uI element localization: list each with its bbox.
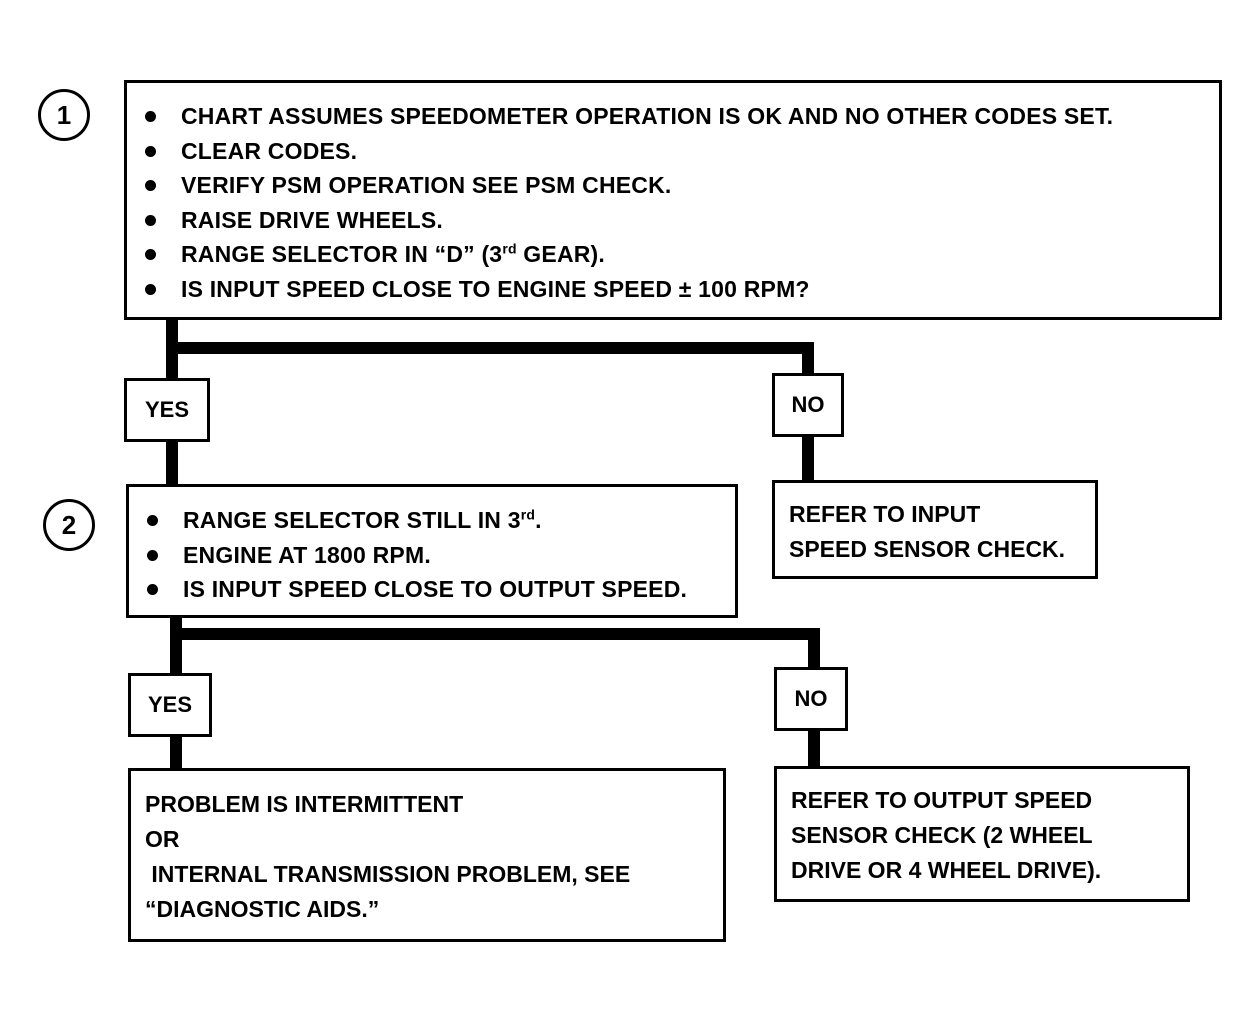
ordinal-suffix: rd (502, 240, 517, 257)
result-line: DRIVE OR 4 WHEEL DRIVE). (791, 857, 1102, 883)
connector-2-no-to-result (808, 728, 820, 770)
result-line: SPEED SENSOR CHECK. (789, 536, 1066, 562)
result-line: PROBLEM IS INTERMITTENT (145, 791, 464, 817)
result-line: INTERNAL TRANSMISSION PROBLEM, SEE (145, 861, 631, 887)
connector-2-yes-to-result (170, 734, 182, 772)
connector-2-no-down (808, 628, 820, 670)
connector-2-branch (170, 628, 820, 640)
result-line: REFER TO OUTPUT SPEED (791, 787, 1093, 813)
step-2-item: IS INPUT SPEED CLOSE TO OUTPUT SPEED. (141, 572, 735, 607)
step-1-item: IS INPUT SPEED CLOSE TO ENGINE SPEED ± 1… (139, 272, 1219, 307)
step-2-no-label: NO (774, 667, 848, 731)
step-2-number: 2 (43, 499, 95, 551)
step-2-item-gear: RANGE SELECTOR STILL IN 3rd. (141, 503, 735, 538)
step-1-no-result: REFER TO INPUT SPEED SENSOR CHECK. (772, 480, 1098, 579)
step-1-item: VERIFY PSM OPERATION SEE PSM CHECK. (139, 168, 1219, 203)
connector-2-down (170, 615, 182, 675)
result-line: OR (145, 826, 180, 852)
connector-1-no-to-result (802, 434, 814, 482)
step-1-item: CLEAR CODES. (139, 134, 1219, 169)
step-1-item: RAISE DRIVE WHEELS. (139, 203, 1219, 238)
step-2-box: RANGE SELECTOR STILL IN 3rd. ENGINE AT 1… (126, 484, 738, 618)
result-line: “DIAGNOSTIC AIDS.” (145, 896, 380, 922)
step-1-item-gear: RANGE SELECTOR IN “D” (3rd GEAR). (139, 237, 1219, 272)
ordinal-suffix: rd (520, 506, 536, 523)
step-1-yes-label: YES (124, 378, 210, 442)
step-1-checklist: CHART ASSUMES SPEEDOMETER OPERATION IS O… (139, 99, 1219, 306)
connector-1-yes-to-2 (166, 440, 178, 490)
step-1-number: 1 (38, 89, 90, 141)
step-2-item: ENGINE AT 1800 RPM. (141, 538, 735, 573)
step-2-yes-label: YES (128, 673, 212, 737)
connector-1-branch (166, 342, 814, 354)
step-1-no-label: NO (772, 373, 844, 437)
step-2-no-result: REFER TO OUTPUT SPEED SENSOR CHECK (2 WH… (774, 766, 1190, 902)
result-line: REFER TO INPUT (789, 501, 981, 527)
result-line: SENSOR CHECK (2 WHEEL (791, 822, 1093, 848)
step-2-yes-result: PROBLEM IS INTERMITTENT OR INTERNAL TRAN… (128, 768, 726, 942)
step-1-item: CHART ASSUMES SPEEDOMETER OPERATION IS O… (139, 99, 1219, 134)
step-1-box: CHART ASSUMES SPEEDOMETER OPERATION IS O… (124, 80, 1222, 320)
step-2-checklist: RANGE SELECTOR STILL IN 3rd. ENGINE AT 1… (141, 503, 735, 607)
connector-1-no-down (802, 342, 814, 376)
